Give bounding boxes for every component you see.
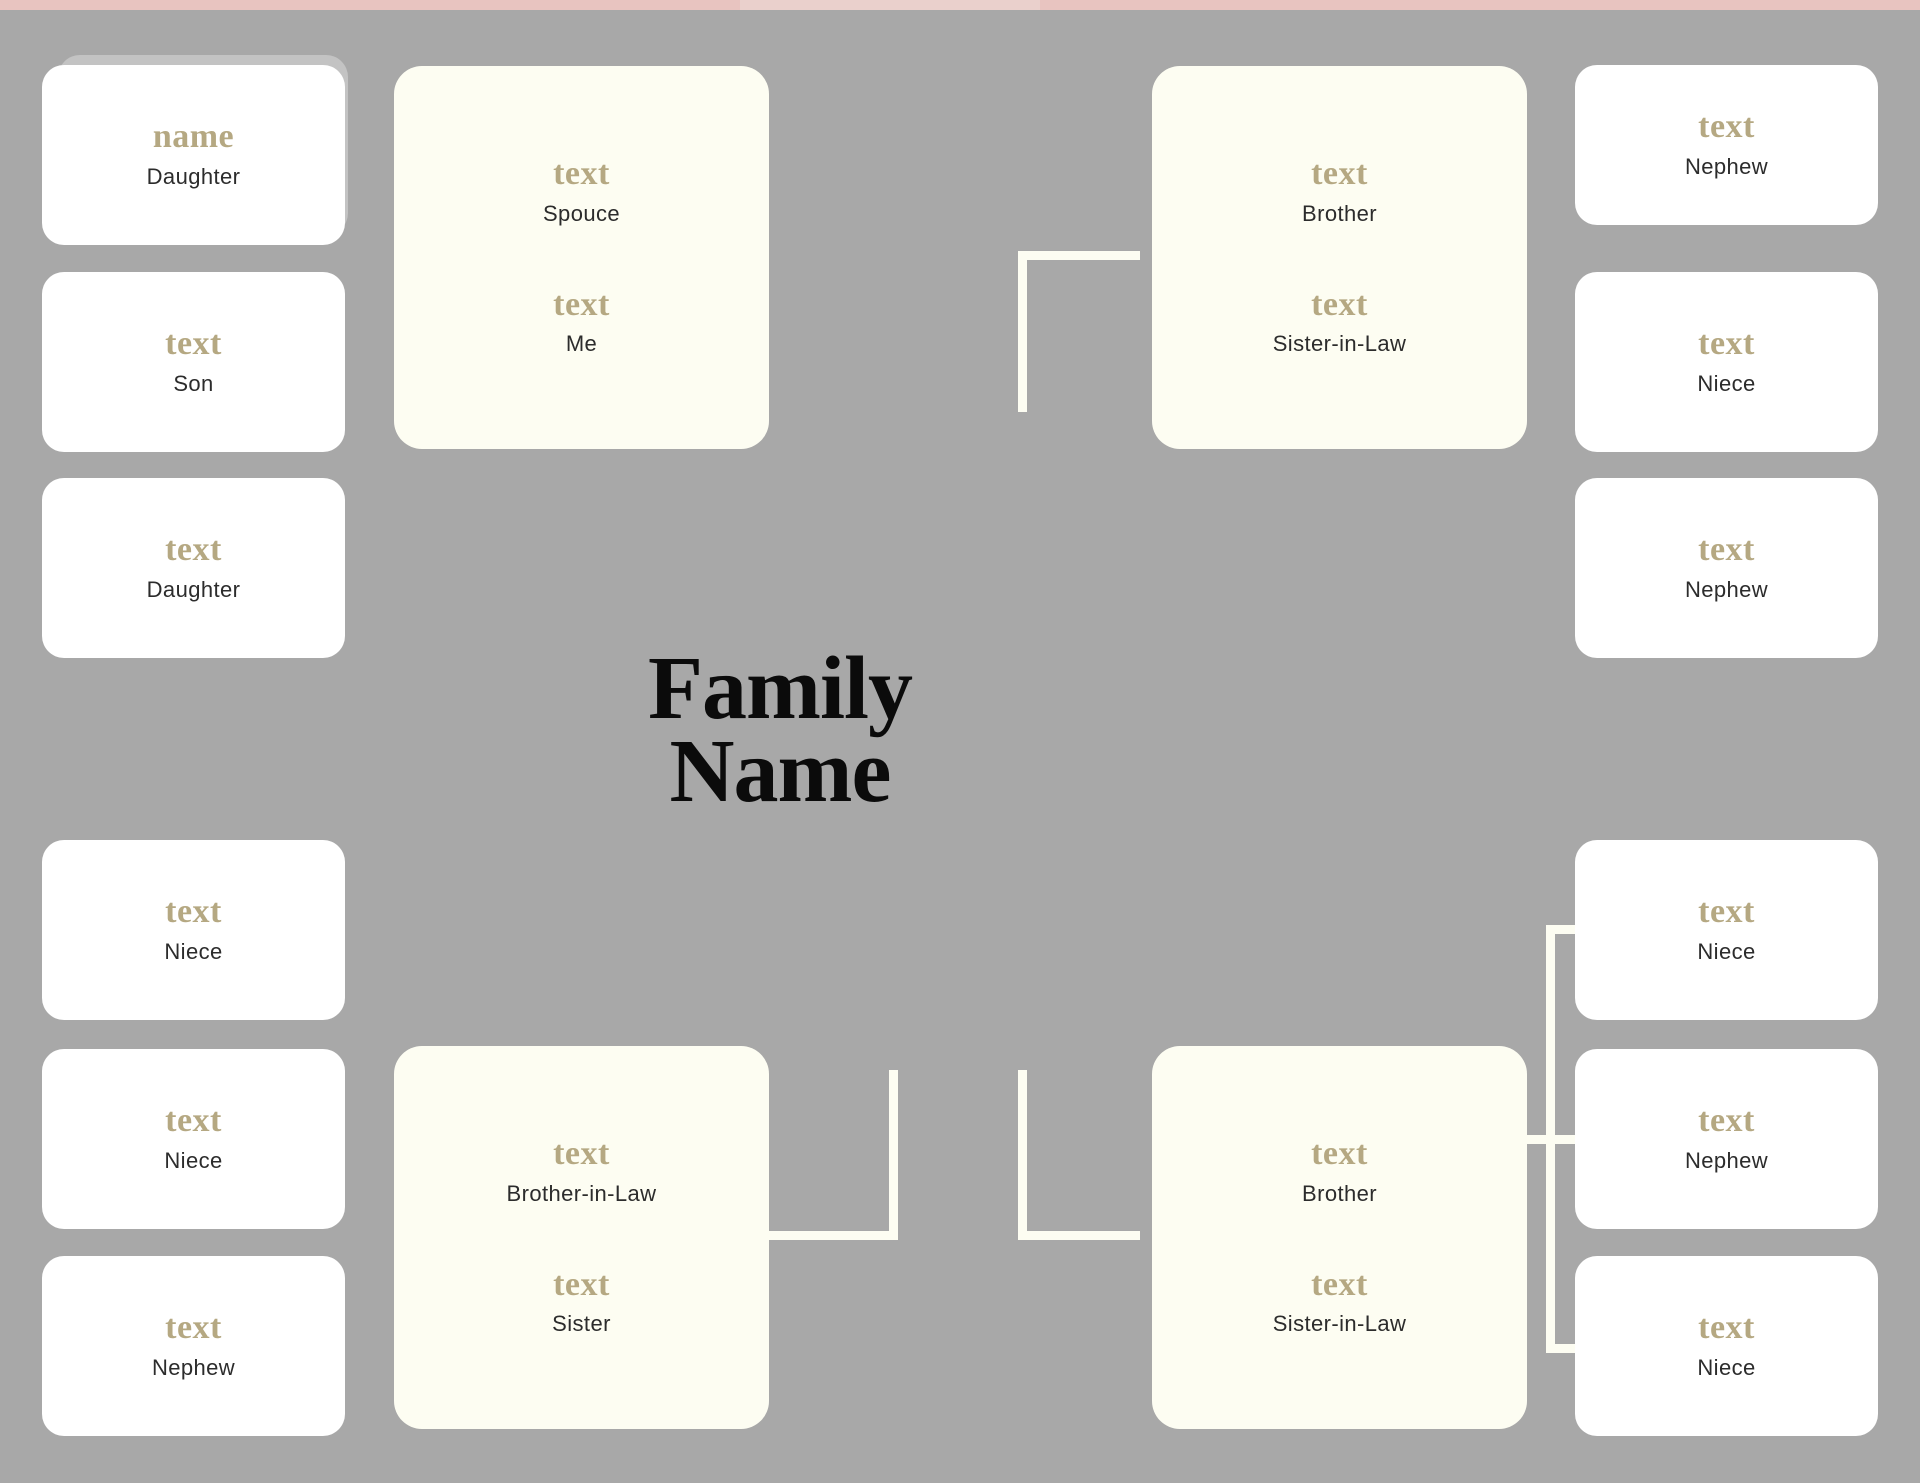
card-niece-top[interactable]: text Niece	[1575, 272, 1878, 452]
card-nephew-bl[interactable]: text Nephew	[42, 1256, 345, 1436]
top-toolbar-strip-inner	[740, 0, 1040, 10]
person-relation: Sister	[552, 1311, 611, 1337]
person-relation: Nephew	[1684, 153, 1769, 179]
person-name: text	[1698, 324, 1755, 362]
person-entry: text Nephew	[1685, 532, 1768, 604]
person-relation: Niece	[164, 938, 223, 964]
person-entry: text Me	[553, 285, 610, 359]
person-name: text	[553, 155, 610, 193]
person-relation: Brother	[1302, 200, 1377, 226]
person-relation: Spouce	[542, 200, 620, 226]
person-relation: Niece	[1697, 1354, 1756, 1380]
card-brother-sisterinlaw-bottom[interactable]: text Brother text Sister-in-Law	[1152, 1046, 1527, 1429]
person-relation: Nephew	[1684, 1147, 1769, 1173]
person-relation: Sister-in-Law	[1272, 1311, 1407, 1337]
person-entry: text Niece	[1697, 1310, 1755, 1382]
page-title-line-1: Family	[648, 639, 913, 738]
page-title-line-2: Name	[669, 721, 892, 821]
person-name: text	[1311, 1265, 1368, 1303]
person-name: text	[165, 892, 222, 930]
card-daughter-2[interactable]: text Daughter	[42, 478, 345, 658]
card-daughter-1[interactable]: name Daughter	[42, 65, 345, 245]
person-relation: Niece	[164, 1147, 223, 1173]
page-title: Family Name	[560, 639, 1000, 821]
person-relation: Daughter	[146, 163, 241, 189]
person-entry: text Brother	[1302, 1136, 1377, 1208]
card-nephew-top-2[interactable]: text Nephew	[1575, 478, 1878, 658]
person-entry: text Niece	[164, 1103, 222, 1175]
person-entry: text Son	[165, 326, 222, 398]
person-name: text	[1311, 285, 1368, 323]
person-entry: text Spouce	[543, 156, 620, 228]
person-entry: text Brother	[1302, 156, 1377, 228]
person-relation: Niece	[1697, 938, 1756, 964]
person-name: text	[1311, 155, 1368, 193]
person-relation: Me	[565, 331, 598, 357]
card-sister-brotherinlaw[interactable]: text Brother-in-Law text Sister	[394, 1046, 769, 1429]
person-relation: Niece	[1697, 370, 1756, 396]
connector-h-brother-top	[1018, 251, 1140, 260]
card-niece-bl-2[interactable]: text Niece	[42, 1049, 345, 1229]
connector-h-child-br-3	[1546, 1344, 1591, 1353]
top-toolbar-strip	[0, 0, 1920, 10]
person-name: text	[1698, 892, 1755, 930]
person-name: text	[165, 324, 222, 362]
person-name: text	[1698, 530, 1755, 568]
person-name: text	[1698, 1308, 1755, 1346]
card-niece-br-2[interactable]: text Niece	[1575, 1256, 1878, 1436]
person-entry: name Daughter	[147, 119, 241, 191]
person-name: text	[165, 1308, 222, 1346]
connector-h-child-br-1	[1546, 925, 1591, 934]
card-nephew-top[interactable]: text Nephew	[1575, 65, 1878, 225]
person-relation: Daughter	[146, 576, 241, 602]
person-entry: text Niece	[1697, 326, 1755, 398]
person-entry: text Sister-in-Law	[1272, 1265, 1407, 1339]
person-name: name	[152, 117, 235, 155]
card-nephew-br[interactable]: text Nephew	[1575, 1049, 1878, 1229]
person-entry: text Niece	[1697, 894, 1755, 966]
person-entry: text Daughter	[147, 532, 241, 604]
person-entry: text Brother-in-Law	[507, 1136, 657, 1208]
person-name: text	[1698, 1101, 1755, 1139]
person-entry: text Sister-in-Law	[1272, 285, 1407, 359]
person-name: text	[165, 530, 222, 568]
person-entry: text Sister	[552, 1265, 611, 1339]
person-name: text	[1698, 107, 1755, 145]
person-name: text	[165, 1101, 222, 1139]
card-niece-bl-1[interactable]: text Niece	[42, 840, 345, 1020]
person-entry: text Nephew	[152, 1310, 235, 1382]
connector-h-child-br-2	[1503, 1135, 1591, 1144]
person-entry: text Nephew	[1685, 1103, 1768, 1175]
card-son[interactable]: text Son	[42, 272, 345, 452]
card-niece-br-1[interactable]: text Niece	[1575, 840, 1878, 1020]
person-relation: Son	[173, 370, 214, 396]
person-relation: Brother-in-Law	[506, 1180, 657, 1206]
person-relation: Brother	[1302, 1180, 1377, 1206]
person-relation: Nephew	[151, 1354, 236, 1380]
connector-v-brother-top	[1018, 251, 1027, 412]
person-relation: Sister-in-Law	[1272, 331, 1407, 357]
connector-v-brother-bottom	[1018, 1070, 1027, 1240]
card-brother-sisterinlaw-top[interactable]: text Brother text Sister-in-Law	[1152, 66, 1527, 449]
person-entry: text Nephew	[1685, 109, 1768, 181]
card-me-spouse[interactable]: text Spouce text Me	[394, 66, 769, 449]
person-name: text	[1311, 1135, 1368, 1173]
person-name: text	[553, 285, 610, 323]
person-name: text	[553, 1135, 610, 1173]
person-name: text	[553, 1265, 610, 1303]
connector-v-sister-bottom	[889, 1070, 898, 1240]
person-entry: text Niece	[164, 894, 222, 966]
person-relation: Nephew	[1684, 576, 1769, 602]
connector-h-brother-bottom	[1018, 1231, 1140, 1240]
